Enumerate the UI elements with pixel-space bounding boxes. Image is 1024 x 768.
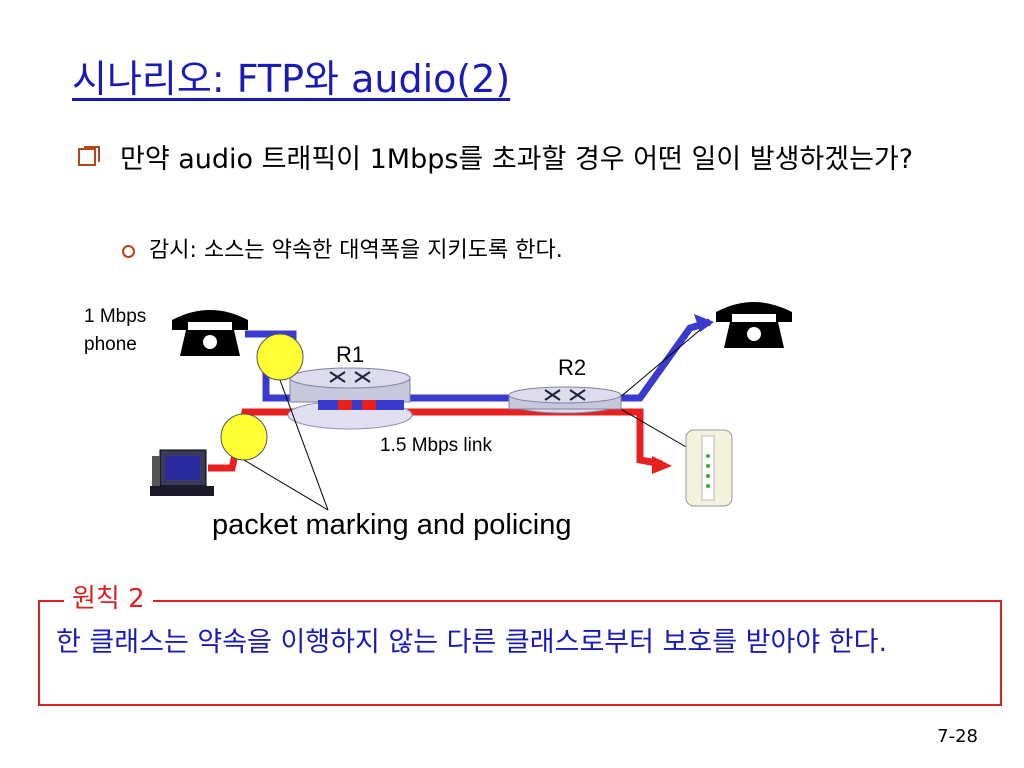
sub-bullet-text: 감시: 소스는 약속한 대역폭을 지키도록 한다.: [149, 238, 563, 263]
main-bullet: 만약 audio 트래픽이 1Mbps를 초과할 경우 어떤 일이 발생하겠는가…: [78, 140, 958, 180]
principle-text: 한 클래스는 약속을 이행하지 않는 다른 클래스로부터 보호를 받아야 한다.: [56, 627, 888, 658]
page-number: 7-28: [937, 726, 978, 747]
network-diagram: 1 Mbps phone R1 R2 1.5 Mbps link packet …: [84, 302, 792, 541]
audio-arrowhead: [694, 314, 714, 332]
left-phone-icon: [172, 310, 248, 356]
router-r2-icon: [508, 386, 622, 414]
ftp-path: [208, 408, 663, 472]
marker-audio: [256, 333, 304, 381]
circle-bullet-icon: [122, 244, 135, 258]
computer-icon: [150, 449, 214, 496]
principle-box: [38, 600, 1002, 706]
link-label: 1.5 Mbps link: [380, 435, 492, 456]
principle-label: 원칙 2: [64, 578, 153, 615]
server-icon: [685, 429, 733, 507]
marking-label: packet marking and policing: [212, 509, 571, 541]
router-r2-label: R2: [558, 355, 586, 380]
marker-ftp: [220, 413, 268, 461]
right-phone-icon: [716, 302, 792, 348]
square-bullet-icon: [78, 146, 100, 166]
ftp-arrowhead: [652, 456, 672, 474]
phone-label-line1: 1 Mbps: [84, 306, 146, 327]
phone-label-line2: phone: [84, 334, 137, 355]
main-bullet-text: 만약 audio 트래픽이 1Mbps를 초과할 경우 어떤 일이 발생하겠는가…: [120, 144, 914, 175]
router-r1-icon: [287, 367, 413, 430]
slide-title: 시나리오: FTP와 audio(2): [72, 57, 511, 101]
sub-bullet: 감시: 소스는 약속한 대역폭을 지키도록 한다.: [122, 232, 563, 264]
router-r1-label: R1: [336, 342, 364, 367]
